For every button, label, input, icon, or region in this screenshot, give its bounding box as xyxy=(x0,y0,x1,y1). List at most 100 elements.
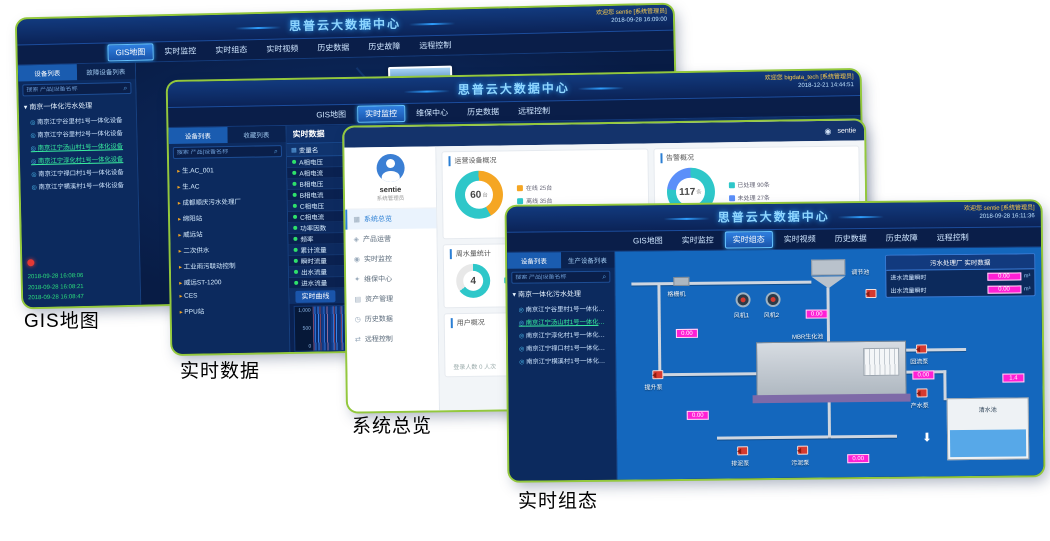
datetime-text: 2018-09-28 16:09:00 xyxy=(611,17,668,25)
value-box: 0.00 xyxy=(675,328,698,339)
nav-tab[interactable]: 维保中心 xyxy=(415,108,449,118)
section-title: 实时数据 xyxy=(292,129,325,139)
datetime-text: 2018-09-28 16:11:36 xyxy=(979,213,1035,221)
status-online-icon xyxy=(292,203,297,208)
sidebar-menu-item[interactable]: ◈ 产品运营 xyxy=(353,235,392,244)
search-input[interactable] xyxy=(176,148,275,156)
nav-tab[interactable]: 历史数据 xyxy=(317,42,350,53)
readout-row: 出水流量瞬时 0.00 m³ xyxy=(890,284,1031,295)
water-donut-chart: 4 xyxy=(455,263,491,299)
value-box: 0.00 xyxy=(847,454,870,464)
caption-realtime-data: 实时数据 xyxy=(180,361,261,382)
sidebar-tab-production[interactable]: 生产设备列表 xyxy=(560,251,615,269)
app-title: 思普云大数据中心 xyxy=(396,78,632,99)
curve-tab[interactable]: 实时曲线 xyxy=(295,289,336,303)
caption-gis-map: GIS地图 xyxy=(24,311,100,332)
status-online-icon xyxy=(293,214,298,219)
search-input[interactable] xyxy=(515,273,603,281)
nav-tab[interactable]: 历史数据 xyxy=(466,107,500,117)
users-footnote: 登录人数 0 人次 xyxy=(453,364,497,372)
search-icon[interactable]: ⌕ xyxy=(123,84,128,92)
menu-icon: ◷ xyxy=(354,316,361,324)
plant-readout-panel: 污水处理厂 实时数据 进水流量瞬时 0.00 m³ 出水流量瞬时 0.00 m³ xyxy=(885,253,1036,298)
readout-panel-title: 污水处理厂 实时数据 xyxy=(886,254,1035,271)
tree-item-device[interactable]: 南京江宁汤山村1号一体化设备 xyxy=(508,315,615,329)
status-online-icon xyxy=(294,280,299,285)
tree-root[interactable]: ▾ 南京一体化污水处理 xyxy=(512,291,582,299)
sidebar-tabs: 设备列表 生产设备列表 xyxy=(507,251,615,269)
menu-icon: ◉ xyxy=(353,256,361,264)
caption-system-overview: 系统总览 xyxy=(352,416,433,437)
nav-tab[interactable]: GIS地图 xyxy=(107,43,154,62)
nav-tab[interactable]: 远程控制 xyxy=(936,232,969,243)
sidebar-tab-faults[interactable]: 故障设备列表 xyxy=(76,62,136,81)
nav-tab[interactable]: 远程控制 xyxy=(419,40,452,51)
sidebar-menu-item[interactable]: ◷ 历史数据 xyxy=(354,315,393,324)
topbar-username[interactable]: sentie xyxy=(837,126,857,135)
sidebar-menu-item[interactable]: ▦ 系统总览 xyxy=(345,208,437,230)
overview-sidebar: sentie 系统管理员 ▦ 系统总览 ◈ 产品运营 ◉ 实时监控 ✦ 维保中心 xyxy=(344,146,440,412)
search-box[interactable]: ⌕ xyxy=(511,270,611,284)
alert-badge-icon[interactable] xyxy=(27,259,35,267)
tree-item-device[interactable]: 南京江宁横溪村1号一体化设备 xyxy=(508,354,615,368)
status-online-icon xyxy=(293,269,299,274)
status-online-icon xyxy=(292,192,297,197)
scada-window: 思普云大数据中心 欢迎您 sentie [系统管理员] 2018-09-28 1… xyxy=(506,201,1044,481)
menu-icon: ✦ xyxy=(354,276,361,284)
nav-tab[interactable]: 历史数据 xyxy=(834,234,867,244)
sidebar-menu-item[interactable]: ◉ 实时监控 xyxy=(353,255,393,264)
datetime-text: 2018-12-21 14:44:51 xyxy=(798,82,854,90)
nav-tab[interactable]: 实时监控 xyxy=(356,104,406,123)
nav-tab[interactable]: 实时组态 xyxy=(215,45,248,55)
tree-item-device[interactable]: 南京江宁禄口村1号一体化设备 xyxy=(508,341,615,355)
caption-realtime-scada: 实时组态 xyxy=(518,491,599,512)
notification-icon[interactable]: ◉ xyxy=(824,126,832,136)
log-entry: 2018-09-28 16:08:47 xyxy=(28,293,84,302)
tree-item-device[interactable]: 南京江宁谷里村1号一体化设备 xyxy=(508,302,615,316)
status-online-icon xyxy=(293,225,298,230)
nav-tab[interactable]: GIS地图 xyxy=(632,236,663,246)
device-sidebar: 设备列表 故障设备列表 ⌕ ▾ 南京一体化污水处理 南京江宁谷里村1号一体化设备… xyxy=(17,62,142,308)
search-box[interactable]: ⌕ xyxy=(172,145,283,159)
sidebar-menu-item[interactable]: ✦ 维保中心 xyxy=(354,275,393,284)
header-user-info: 欢迎您 bigdata_tech [系统管理员] 2018-12-21 14:4… xyxy=(765,73,854,91)
menu-icon: ▤ xyxy=(354,296,362,304)
user-name: sentie xyxy=(379,184,402,195)
sidebar-tabs: 设备列表 收藏列表 xyxy=(168,126,286,145)
nav-tab[interactable]: 实时监控 xyxy=(164,46,197,57)
status-online-icon xyxy=(292,181,297,186)
sidebar-tab-favorites[interactable]: 收藏列表 xyxy=(226,126,286,144)
sidebar-tab-devices[interactable]: 设备列表 xyxy=(17,64,77,82)
menu-icon: ◈ xyxy=(353,236,360,244)
status-online-icon xyxy=(293,258,298,263)
menu-icon: ⇄ xyxy=(354,336,361,344)
search-icon[interactable]: ⌕ xyxy=(602,273,607,281)
tree-item-device[interactable]: 南京江宁横溪村1号一体化设备 xyxy=(20,178,137,194)
nav-tab[interactable]: 实时监控 xyxy=(681,235,714,245)
device-group-item[interactable]: PPU站 xyxy=(172,301,289,319)
sidebar-menu-item[interactable]: ▤ 资产管理 xyxy=(354,295,394,304)
sidebar-tab-devices[interactable]: 设备列表 xyxy=(168,127,228,145)
sidebar-tab-devices[interactable]: 设备列表 xyxy=(507,252,561,269)
search-input[interactable] xyxy=(26,85,124,94)
search-icon[interactable]: ⌕ xyxy=(273,147,278,155)
avatar[interactable] xyxy=(375,153,405,183)
nav-tab[interactable]: GIS地图 xyxy=(316,109,347,120)
card-title: 运营设备概况 xyxy=(448,153,642,167)
nav-tab[interactable]: 历史故障 xyxy=(885,233,918,243)
nav-tab[interactable]: 历史故障 xyxy=(368,41,401,52)
device-sidebar: 设备列表 收藏列表 ⌕ 生.AC_001生.AC成都顺庆污水处理厂绵阳站威远站二… xyxy=(168,125,291,355)
status-online-icon xyxy=(292,170,297,175)
sidebar-menu-item[interactable]: ⇄ 远程控制 xyxy=(354,335,393,344)
nav-tab[interactable]: 实时视频 xyxy=(783,234,816,244)
status-online-icon xyxy=(292,159,297,164)
tree-item-device[interactable]: 南京江宁淳化村1号一体化设备 xyxy=(508,328,615,342)
nav-tab[interactable]: 实时视频 xyxy=(266,44,299,54)
user-role: 系统管理员 xyxy=(376,195,405,203)
nav-tab[interactable]: 远程控制 xyxy=(517,106,551,116)
nav-tab[interactable]: 实时组态 xyxy=(724,231,773,249)
search-box[interactable]: ⌕ xyxy=(22,81,132,97)
legend-item: 在线 25台 xyxy=(516,183,552,192)
